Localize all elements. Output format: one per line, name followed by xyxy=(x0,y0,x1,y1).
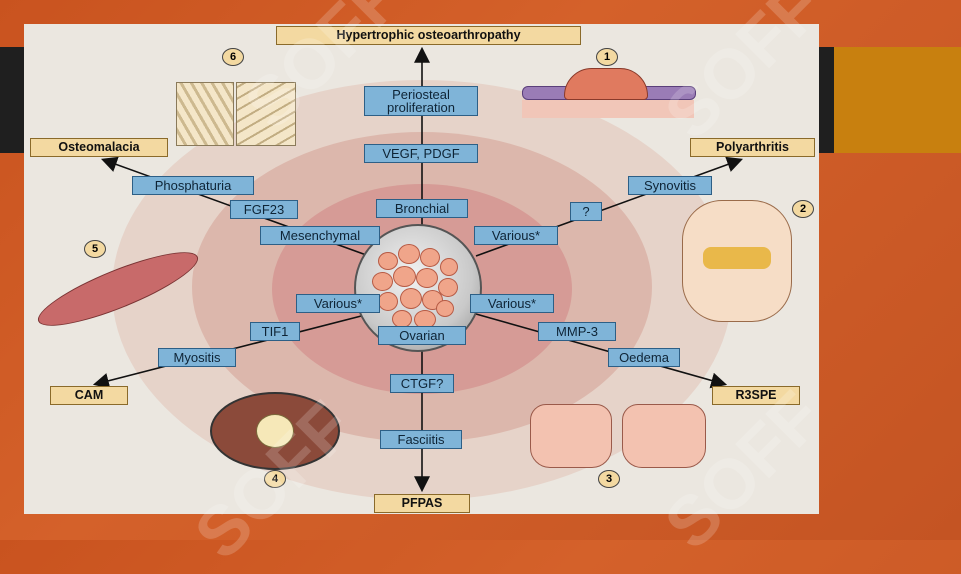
left-hand-illustration xyxy=(530,404,612,468)
knee-joint-illustration xyxy=(682,200,792,322)
tag-mesenchymal: Mesenchymal xyxy=(260,226,380,245)
tag-various-lower-right: Various* xyxy=(470,294,554,313)
tag-oedema: Oedema xyxy=(608,348,680,367)
tag-question: ? xyxy=(570,202,602,221)
tag-various-lower-left: Various* xyxy=(296,294,380,313)
panel-number-2: 2 xyxy=(792,200,814,218)
panel-number-1: 1 xyxy=(596,48,618,66)
outcome-pfpas: PFPAS xyxy=(374,494,470,513)
panel-number-4: 4 xyxy=(264,470,286,488)
tag-ctgf: CTGF? xyxy=(390,374,454,393)
paraneoplastic-diagram: Hypertrophic osteoarthropathy Osteomalac… xyxy=(24,24,819,514)
tag-synovitis: Synovitis xyxy=(628,176,712,195)
tag-fasciitis: Fasciitis xyxy=(380,430,462,449)
tag-bronchial: Bronchial xyxy=(376,199,468,218)
outcome-cam: CAM xyxy=(50,386,128,405)
tag-fgf23: FGF23 xyxy=(230,200,298,219)
tag-myositis: Myositis xyxy=(158,348,236,367)
osteomalacic-bone-illustration xyxy=(236,82,296,146)
panel-number-6: 6 xyxy=(222,48,244,66)
tag-tif1: TIF1 xyxy=(250,322,300,341)
right-hand-illustration xyxy=(622,404,706,468)
tag-phosphaturia: Phosphaturia xyxy=(132,176,254,195)
outcome-r3spe: R3SPE xyxy=(712,386,800,405)
outcome-polyarthritis: Polyarthritis xyxy=(690,138,815,157)
panel-number-3: 3 xyxy=(598,470,620,488)
tissue-strip-illustration xyxy=(522,100,694,118)
tag-periosteal-proliferation: Periosteal proliferation xyxy=(364,86,478,116)
tumor-cell-cluster xyxy=(354,224,482,352)
trabecular-bone-illustration xyxy=(176,82,234,146)
periosteal-growth-illustration xyxy=(564,68,648,100)
fascia-cross-section-illustration xyxy=(210,392,340,470)
tag-various-upper-right: Various* xyxy=(474,226,558,245)
outcome-hypertrophic-osteoarthropathy: Hypertrophic osteoarthropathy xyxy=(276,26,581,45)
tag-mmp3: MMP-3 xyxy=(538,322,616,341)
tag-vegf-pdgf: VEGF, PDGF xyxy=(364,144,478,163)
slide-accent-block xyxy=(834,47,961,153)
panel-number-5: 5 xyxy=(84,240,106,258)
tag-ovarian: Ovarian xyxy=(378,326,466,345)
outcome-osteomalacia: Osteomalacia xyxy=(30,138,168,157)
